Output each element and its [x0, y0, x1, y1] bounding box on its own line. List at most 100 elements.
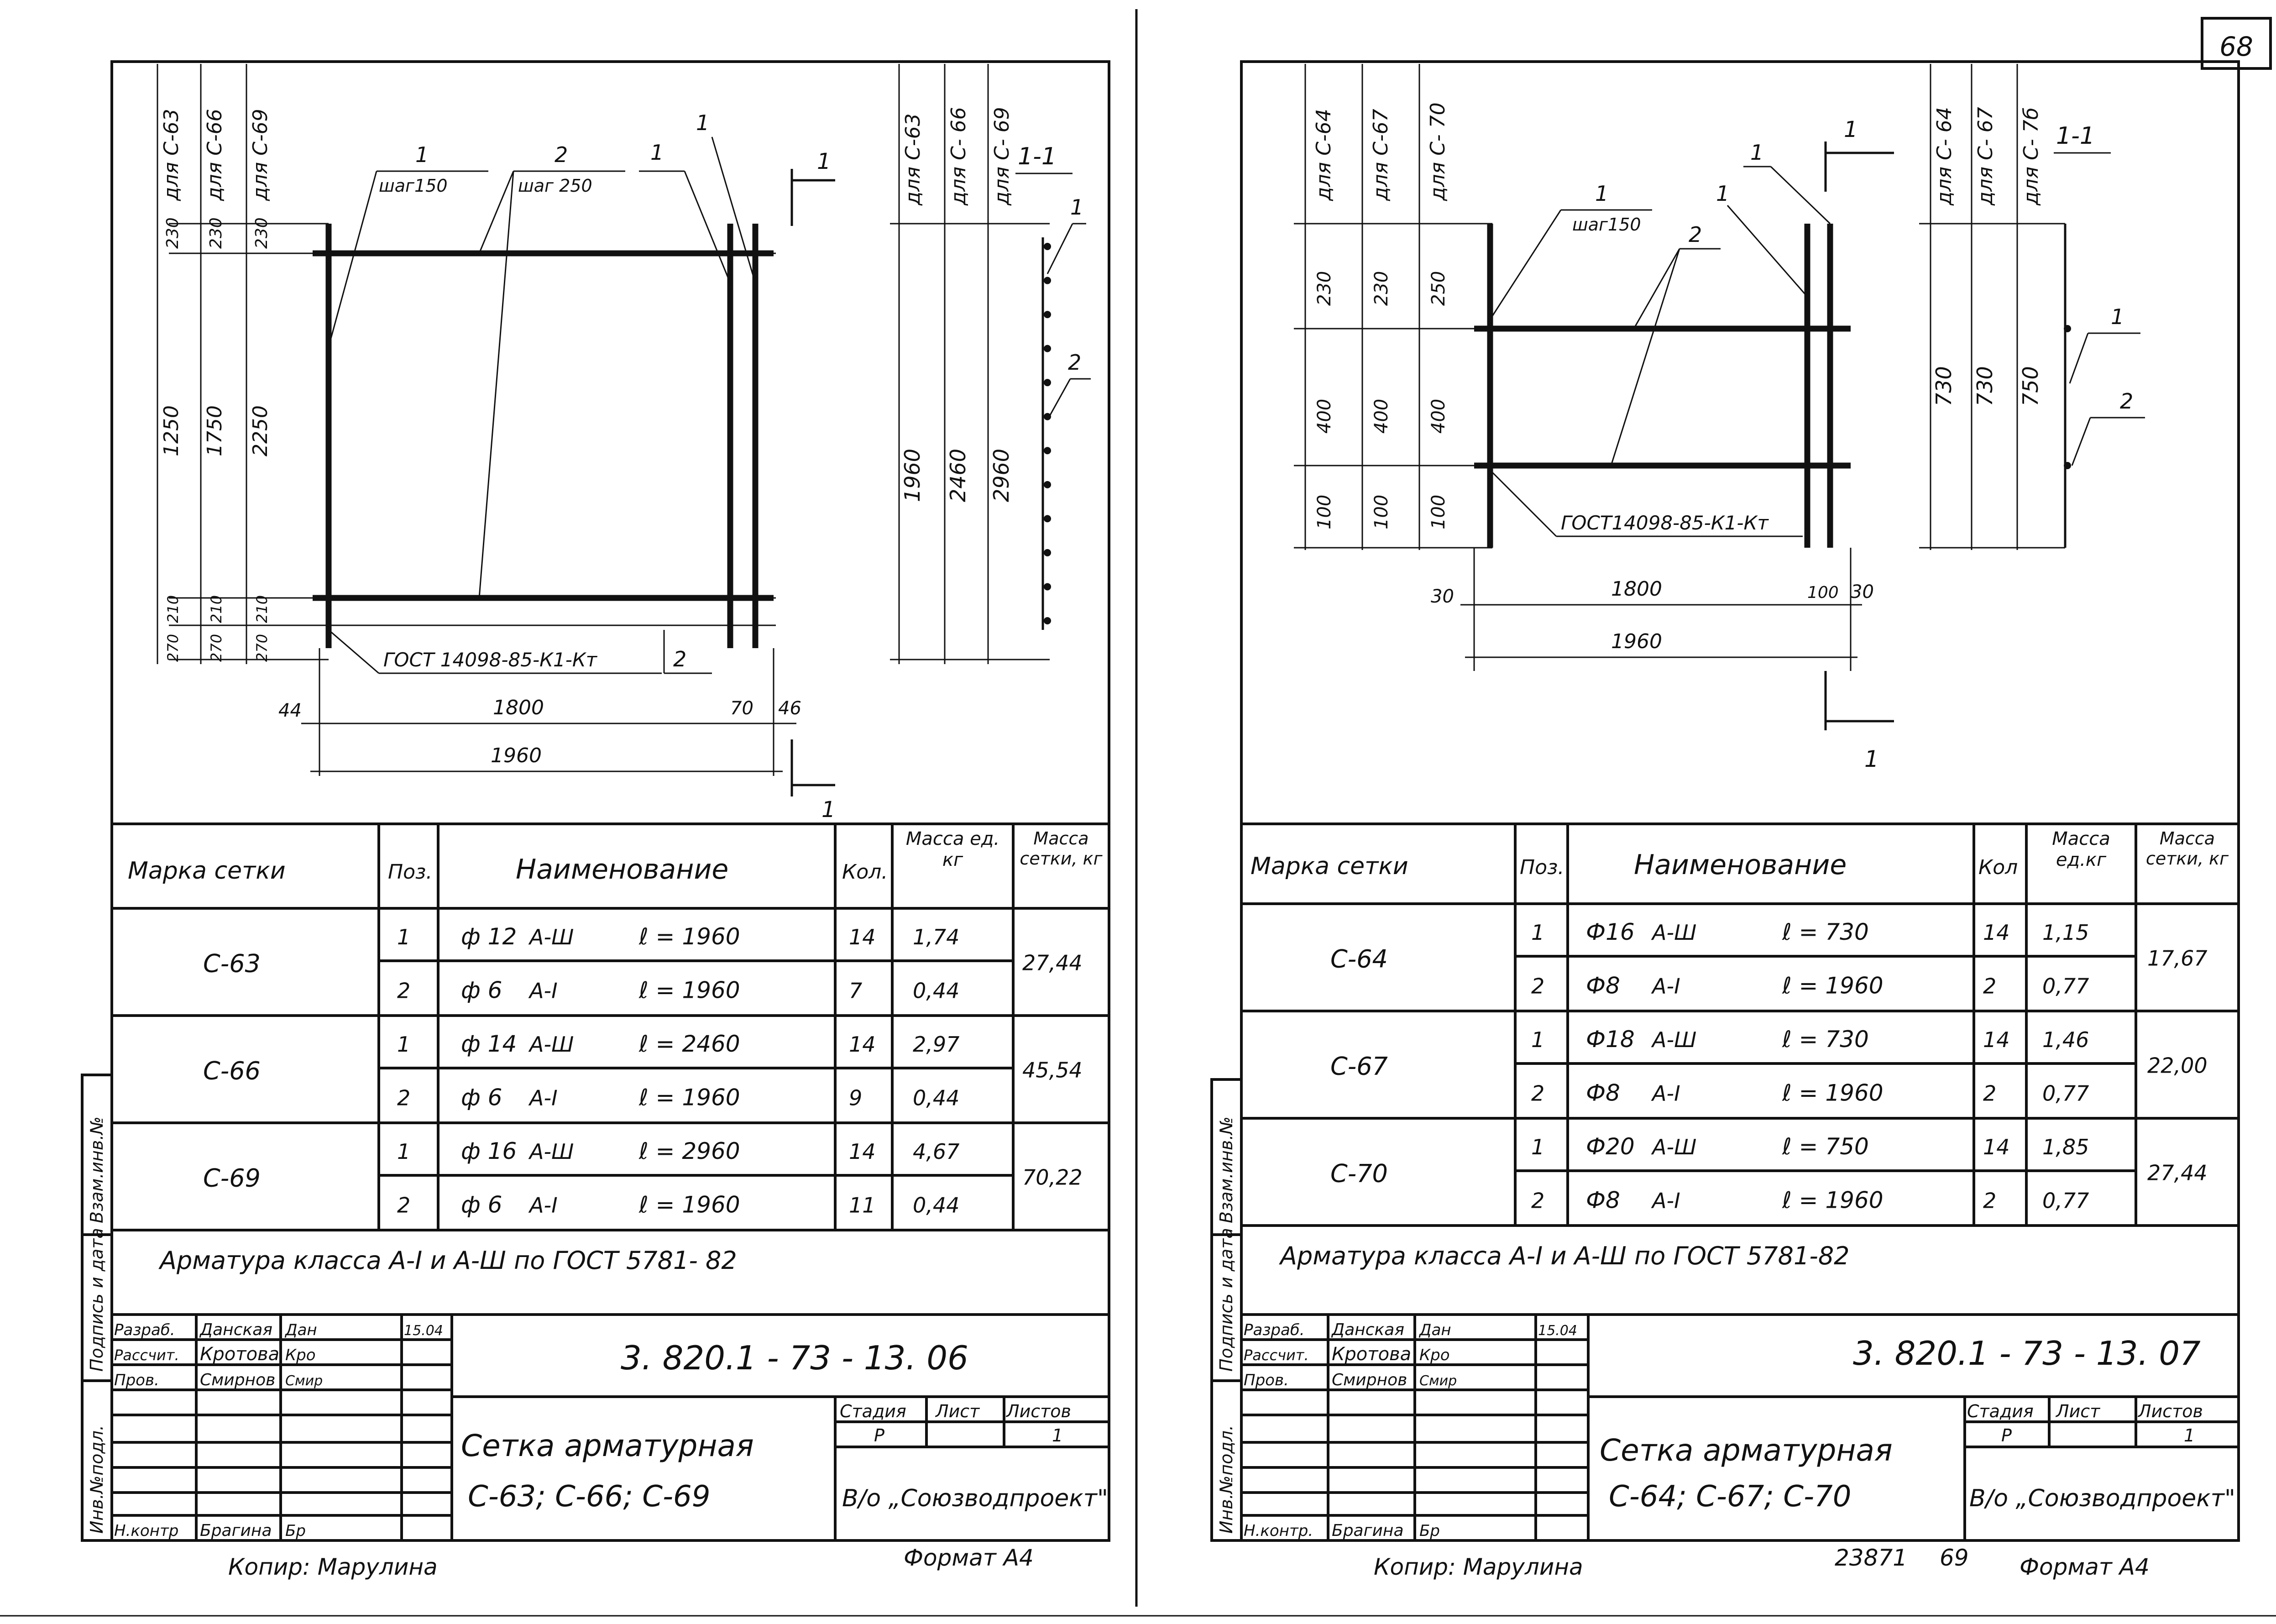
left-dim-44: 44 — [278, 700, 302, 721]
left-role-nkontr: Н.контр — [114, 1522, 178, 1540]
right-dim-d2-2: 400 — [1371, 399, 1392, 434]
left-spec-table: Марка сетки Поз. Наименование Кол. Масса… — [112, 822, 1109, 1316]
left-th-qty: Кол. — [842, 860, 888, 884]
right-role-nkontr: Н.контр. — [1244, 1522, 1313, 1540]
right-mesh-mass-1: 22,00 — [2147, 1053, 2208, 1078]
left-pos-1-1: 2 — [397, 1085, 410, 1110]
left-dia-0-1: ф 6 — [461, 977, 502, 1003]
side-label-replace: Взам.инв.№ — [87, 1116, 107, 1223]
right-cut-top: 1 — [1844, 117, 1858, 142]
left-len-2-1: ℓ = 1960 — [638, 1191, 740, 1218]
left-mark-1: С-66 — [203, 1057, 261, 1085]
left-sign-calc: Кро — [285, 1346, 316, 1364]
right-cls-1-1: А-I — [1651, 1081, 1680, 1105]
left-name-dev: Данская — [199, 1320, 272, 1339]
right-role-check: Пров. — [1244, 1371, 1289, 1389]
left-copied: Копир: Марулина — [228, 1554, 438, 1580]
left-dim-len-2: 1750 — [203, 405, 226, 456]
left-role-check: Пров. — [114, 1371, 159, 1389]
left-dim-head-1: для С-63 — [160, 109, 183, 201]
left-sheets-label: Листов — [1005, 1401, 1071, 1421]
right-title-block: Разраб. Данская Дан 15.04 Рассчит. Крото… — [1241, 1315, 2239, 1540]
right-stage-label: Стадия — [1967, 1401, 2034, 1421]
right-th-mesh-mass: Масса сетки, кг — [2145, 828, 2229, 869]
left-pos-2-0: 1 — [397, 1139, 410, 1164]
left-th-mark: Марка сетки — [128, 857, 286, 885]
left-mesh-mass-0: 27,44 — [1022, 951, 1083, 975]
right-th-unit-mass: Масса ед.кг — [2052, 828, 2110, 870]
right-dia-2-1: Ф8 — [1586, 1187, 1620, 1213]
left-note: Арматура класса А-I и А-Ш по ГОСТ 5781- … — [158, 1246, 737, 1275]
right-sec-len-2: 730 — [1973, 366, 1997, 406]
left-section-dot — [1044, 617, 1051, 624]
right-mark-1: С-67 — [1330, 1052, 1388, 1081]
left-sign-dev: Дан — [284, 1321, 317, 1339]
left-sheet: Взам.инв.№ Подпись и дата Инв.№подл. для… — [81, 60, 1110, 1580]
left-dia-1-1: ф 6 — [461, 1084, 502, 1111]
right-cls-0-1: А-I — [1651, 974, 1680, 998]
left-dim-230-2: 230 — [207, 217, 225, 249]
left-pos-2-1: 2 — [397, 1193, 410, 1217]
right-sec-len-3: 750 — [2018, 366, 2043, 406]
left-section-dot — [1044, 413, 1051, 420]
left-sec-len-3: 2960 — [989, 449, 1014, 502]
right-th-name: Наименование — [1634, 849, 1847, 881]
right-len-1-1: ℓ = 1960 — [1782, 1079, 1884, 1106]
left-title-line2: С-63; С-66; С-69 — [468, 1480, 710, 1514]
left-sec-len-1: 1960 — [900, 449, 925, 502]
left-sheet-label: Лист — [935, 1401, 980, 1421]
right-sec-head-1: для С- 64 — [1933, 107, 1956, 206]
right-dim-d1-2: 230 — [1371, 271, 1392, 306]
right-dim-head-2: для С-67 — [1369, 109, 1392, 201]
right-sign-dev: Дан — [1418, 1321, 1451, 1339]
left-callout-1-step: шаг150 — [379, 176, 448, 196]
right-sheets-label: Листов — [2137, 1401, 2203, 1421]
left-cls-1-1: А-I — [528, 1085, 558, 1110]
left-len-1-0: ℓ = 2460 — [638, 1031, 740, 1057]
right-note: Арматура класса А-I и А-Ш по ГОСТ 5781-8… — [1279, 1242, 1850, 1270]
right-dia-0-0: Ф16 — [1586, 919, 1635, 945]
left-mark-0: С-63 — [203, 949, 261, 978]
left-sec-head-2: для С- 66 — [947, 107, 970, 206]
right-sheet-label: Лист — [2055, 1401, 2101, 1421]
right-cls-0-0: А-Ш — [1651, 920, 1696, 945]
right-side-label-replace: Взам.инв.№ — [1216, 1116, 1236, 1223]
left-cut-top: 1 — [817, 149, 831, 174]
left-section-dot — [1044, 379, 1051, 387]
left-len-1-1: ℓ = 1960 — [638, 1084, 740, 1111]
left-callout-1c: 1 — [696, 110, 709, 135]
right-section-title: 1-1 — [2056, 122, 2095, 150]
left-dim-head-2: для С-66 — [203, 109, 226, 201]
left-unit-mass-0-0: 1,74 — [913, 925, 959, 949]
right-dim-100: 100 — [1807, 583, 1839, 602]
right-dia-1-1: Ф8 — [1586, 1079, 1620, 1106]
right-th-mark: Марка сетки — [1250, 853, 1408, 880]
left-org: В/о „Союзводпроект" — [842, 1485, 1108, 1512]
right-unit-mass-2-1: 0,77 — [2042, 1188, 2089, 1213]
left-unit-mass-1-0: 2,97 — [913, 1032, 959, 1057]
right-callout-1c: 1 — [1716, 181, 1729, 206]
right-mesh-mass-0: 17,67 — [2147, 946, 2208, 971]
left-gost-callout: ГОСТ 14098-85-К1-Кт — [383, 649, 598, 671]
right-sec-head-2: для С- 67 — [1974, 107, 1997, 206]
right-len-2-0: ℓ = 750 — [1782, 1133, 1869, 1160]
left-date-dev: 15.04 — [404, 1323, 443, 1339]
right-len-2-1: ℓ = 1960 — [1782, 1187, 1884, 1213]
right-section-dot-bottom — [2064, 462, 2071, 469]
right-cls-2-1: А-I — [1651, 1188, 1680, 1213]
left-section-dot — [1044, 277, 1051, 284]
left-title-block: Разраб. Данская Дан 15.04 Рассчит. Крото… — [112, 1315, 1109, 1540]
left-dim-270-1: 270 — [164, 634, 182, 662]
right-pos-1-0: 1 — [1531, 1027, 1544, 1052]
left-unit-mass-1-1: 0,44 — [913, 1085, 959, 1110]
right-date-dev: 15.04 — [1538, 1323, 1577, 1339]
right-unit-mass-1-1: 0,77 — [2042, 1081, 2089, 1105]
right-section-view: для С- 64 для С- 67 для С- 7б 730 730 75… — [1919, 64, 2145, 550]
right-frame — [1240, 60, 2240, 1542]
left-dia-1-0: ф 14 — [461, 1031, 517, 1057]
left-callout-1: 1 — [415, 142, 429, 167]
right-qty-1-0: 14 — [1983, 1027, 2010, 1052]
right-mark-0: С-64 — [1330, 945, 1388, 974]
right-section-dot-top — [2064, 325, 2071, 332]
